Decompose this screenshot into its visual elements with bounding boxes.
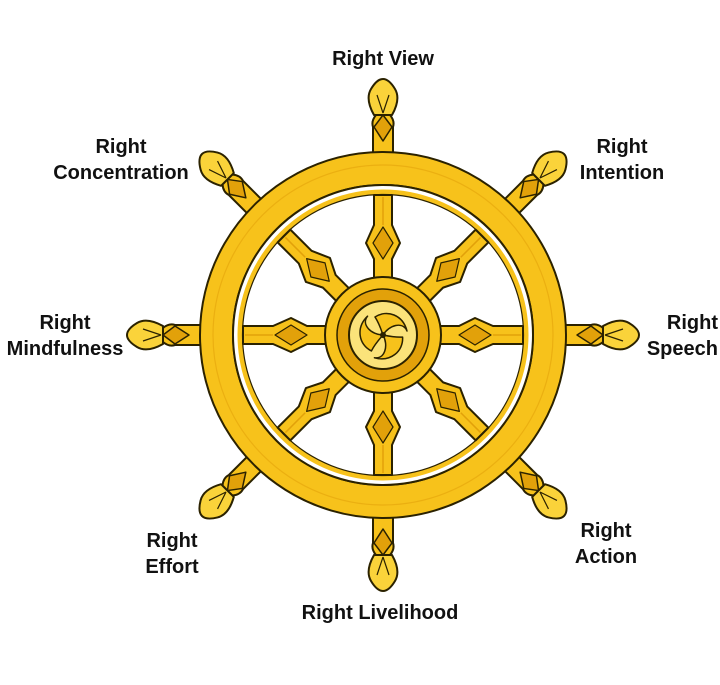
right-action-line1: Right <box>580 520 632 542</box>
spoke-jewel <box>306 258 330 282</box>
swirl-dot <box>380 332 386 338</box>
wheel-spoke <box>438 317 524 353</box>
handle-knob-detail <box>376 94 390 114</box>
label-right-livelihood: Right Livelihood <box>280 600 480 626</box>
handle-knob <box>367 554 399 592</box>
right-mindfulness-line2: Mindfulness <box>6 338 124 360</box>
spoke-jewel <box>372 410 394 444</box>
label-right-concentration: Right Concentration <box>44 134 198 186</box>
right-speech-line2: Speech <box>646 338 718 360</box>
wheel-handle <box>542 319 640 351</box>
inner-rim-band <box>237 189 529 481</box>
swirl-lobe <box>373 334 404 360</box>
handle-knob-detail <box>376 556 390 576</box>
spoke-bevel <box>284 236 306 258</box>
wheel-spoke <box>242 317 328 353</box>
handle-knob <box>367 78 399 116</box>
wheel-spokes <box>242 194 524 476</box>
swirl-lobe <box>374 312 408 336</box>
handle-knob-detail <box>142 328 162 342</box>
right-livelihood-text: Right Livelihood <box>301 602 459 624</box>
spoke-jewel <box>306 388 330 412</box>
label-right-view: Right View <box>300 46 466 72</box>
spoke-bevel <box>460 412 482 434</box>
handle-knob <box>126 319 164 351</box>
handle-knob-detail <box>208 160 227 179</box>
handle-knob-detail <box>604 328 624 342</box>
spoke-bevel <box>284 412 306 434</box>
spoke-jewel <box>372 226 394 260</box>
right-effort-line2: Effort <box>145 556 199 578</box>
handle-knob-detail <box>539 160 558 179</box>
spoke-bevel <box>460 236 482 258</box>
right-intention-line1: Right <box>596 136 648 158</box>
label-right-effort: Right Effort <box>124 528 220 580</box>
spoke-jewel <box>458 324 492 346</box>
handle-knob-detail <box>539 491 558 510</box>
handle-knob-detail <box>208 491 227 510</box>
rim-inner-shade <box>212 164 554 506</box>
right-view-text: Right View <box>332 48 434 70</box>
handle-knob <box>602 319 640 351</box>
right-concentration-line2: Concentration <box>53 162 189 184</box>
wheel-spoke <box>365 390 401 476</box>
wheel-spoke <box>276 228 351 303</box>
label-right-action: Right Action <box>560 518 652 570</box>
spoke-jewel <box>436 388 460 412</box>
wheel-spoke <box>415 367 490 442</box>
right-intention-line2: Intention <box>579 162 665 184</box>
label-right-speech: Right Speech <box>612 310 718 362</box>
right-speech-line1: Right <box>666 312 718 334</box>
right-concentration-line1: Right <box>95 136 147 158</box>
gankyil-swirl-icon <box>359 312 408 360</box>
spoke-jewel <box>274 324 308 346</box>
right-effort-line1: Right <box>146 530 198 552</box>
label-right-mindfulness: Right Mindfulness <box>0 310 130 362</box>
swirl-lobe <box>359 315 384 352</box>
right-action-line2: Action <box>574 546 638 568</box>
label-right-intention: Right Intention <box>568 134 676 186</box>
spoke-jewel <box>436 258 460 282</box>
right-mindfulness-line1: Right <box>39 312 91 334</box>
wheel-spoke <box>365 194 401 280</box>
wheel-spoke <box>415 228 490 303</box>
wheel-spoke <box>276 367 351 442</box>
